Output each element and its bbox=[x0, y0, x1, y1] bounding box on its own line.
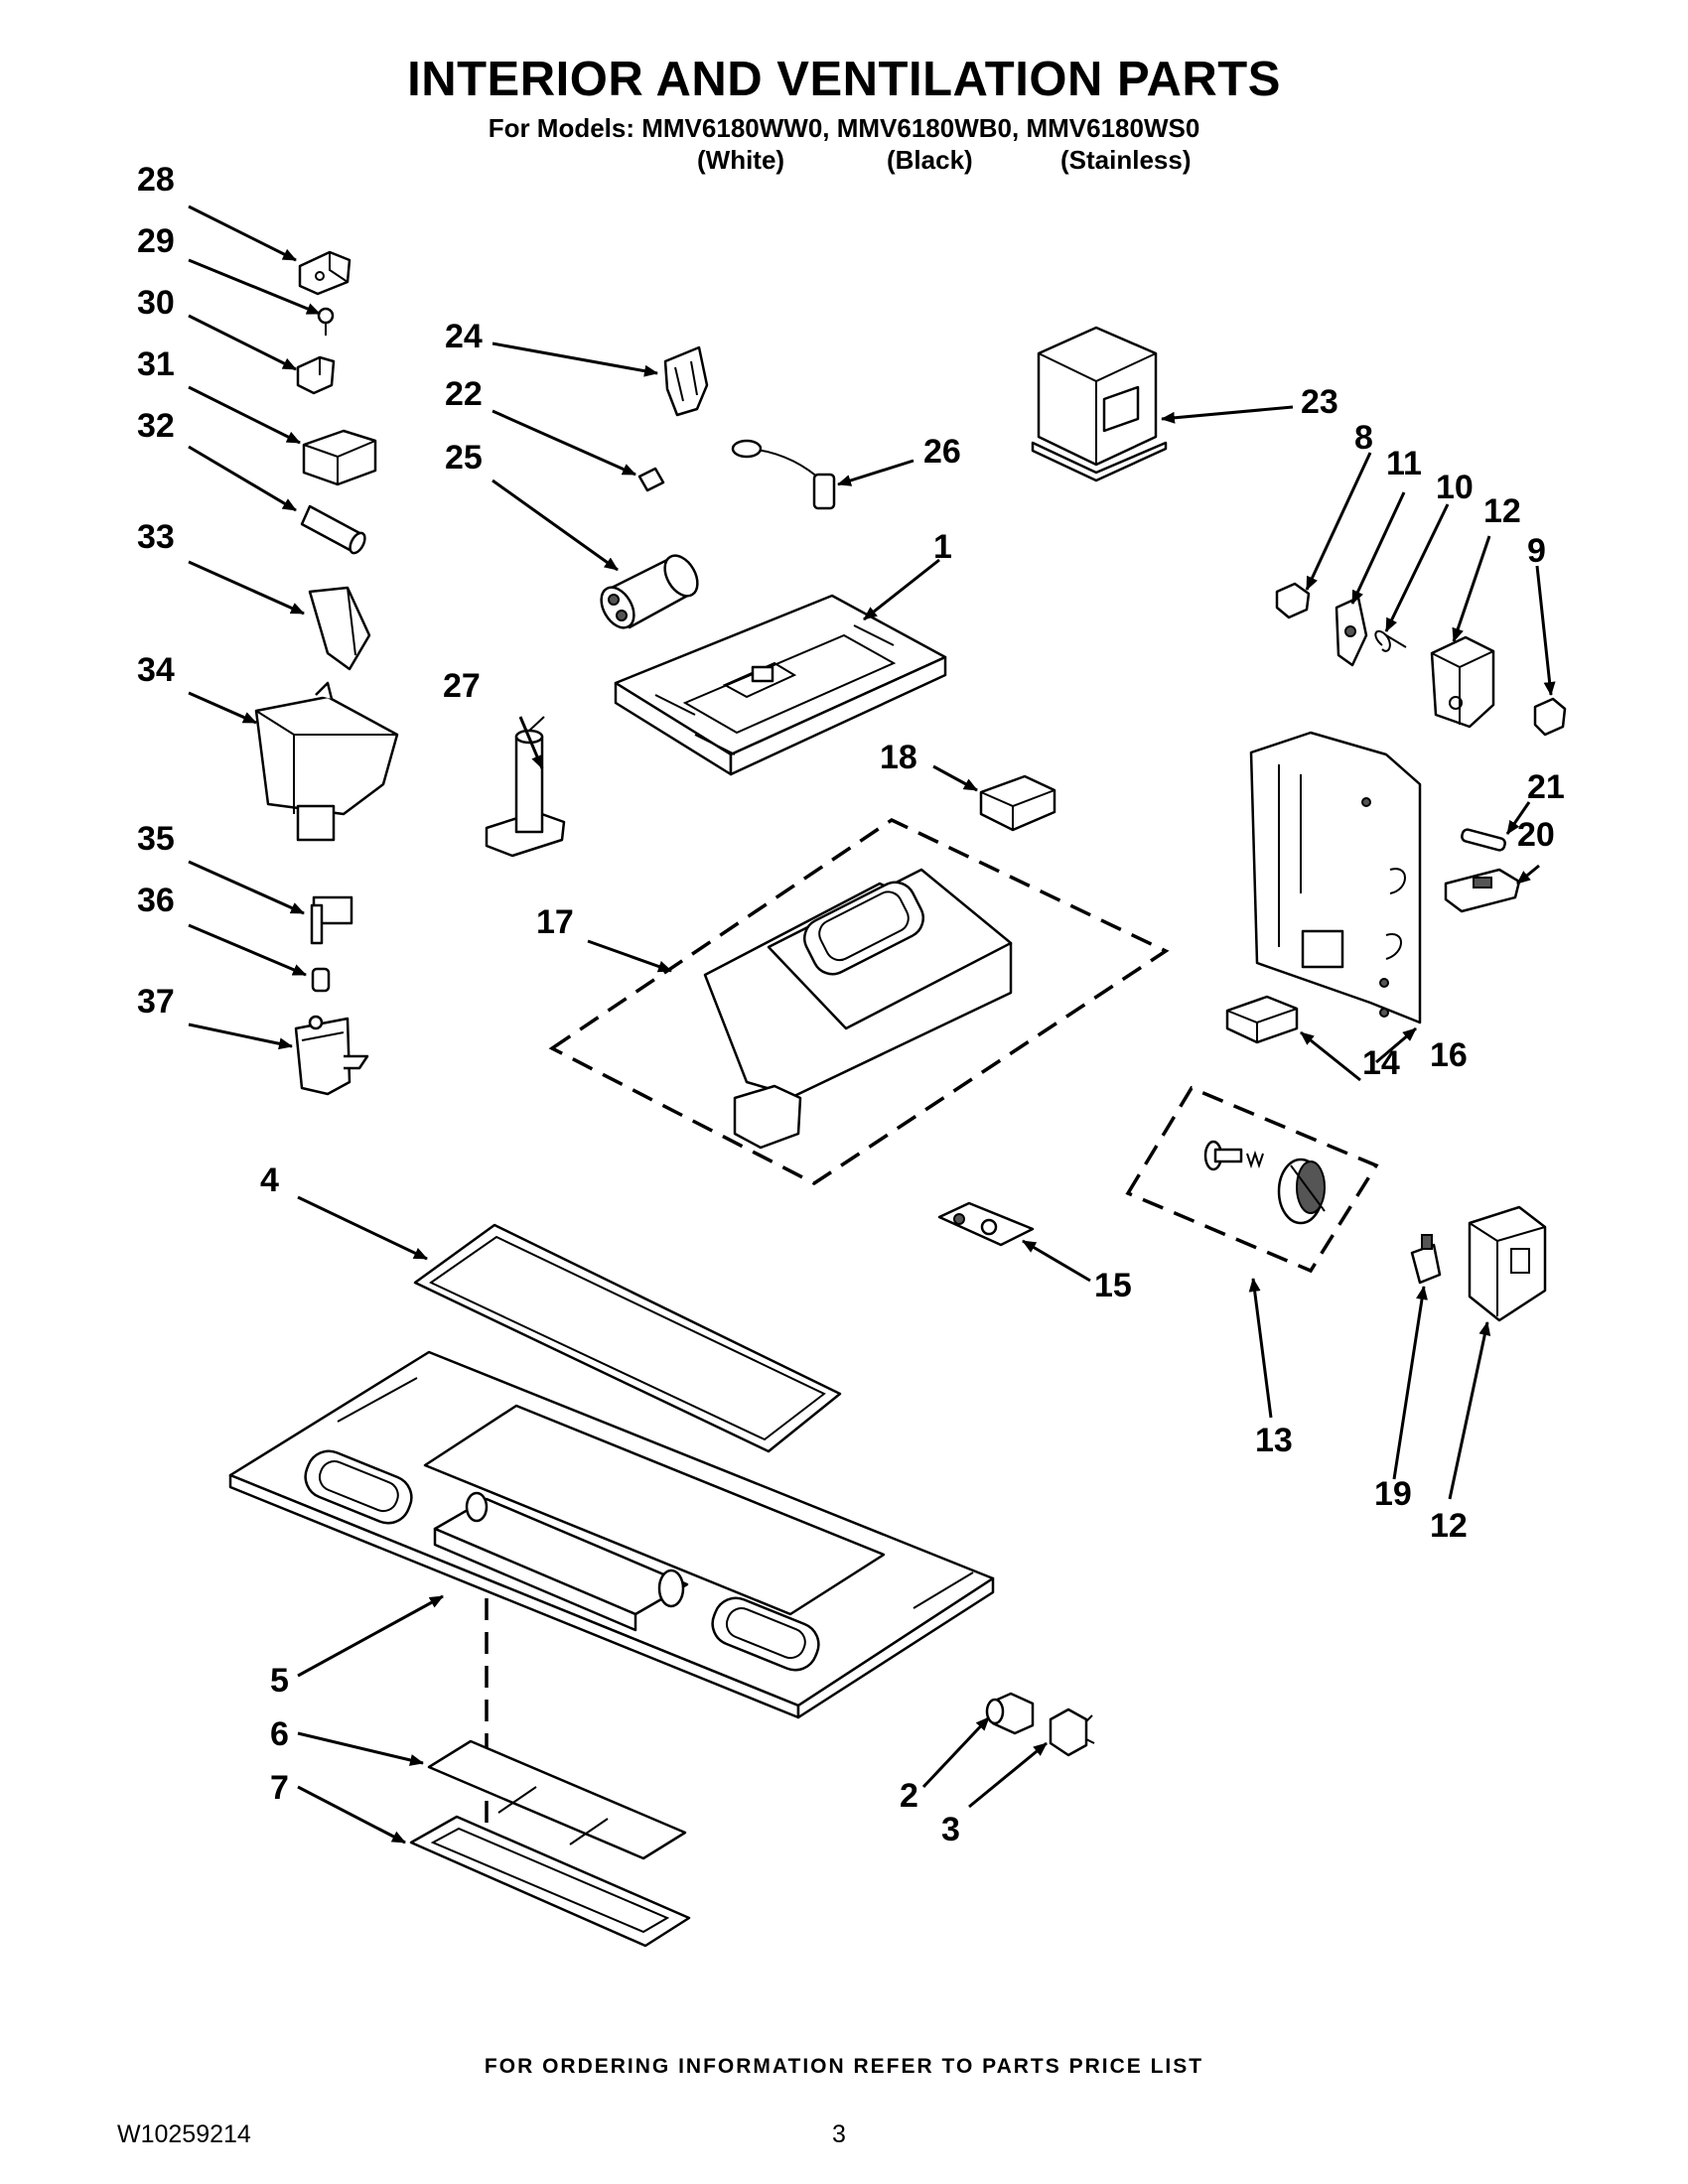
callout-2: 2 bbox=[900, 1777, 918, 1815]
part-29-screw bbox=[317, 307, 335, 336]
callout-21: 21 bbox=[1527, 768, 1565, 806]
callout-27: 27 bbox=[443, 667, 481, 705]
ordering-note: FOR ORDERING INFORMATION REFER TO PARTS … bbox=[484, 2055, 1204, 2078]
part-14-relay bbox=[1225, 995, 1299, 1044]
part-26-diode bbox=[731, 439, 836, 510]
part-36-pin bbox=[311, 967, 331, 993]
callout-15: 15 bbox=[1094, 1267, 1132, 1304]
callout-19: 19 bbox=[1374, 1475, 1412, 1513]
callout-12-bottom: 12 bbox=[1430, 1507, 1468, 1545]
part-10-spring bbox=[1374, 629, 1407, 652]
part-11-actuator bbox=[1335, 596, 1368, 667]
part-15-sensor-board bbox=[937, 1201, 1035, 1247]
callout-32: 32 bbox=[137, 407, 175, 445]
callout-14: 14 bbox=[1362, 1044, 1400, 1082]
part-32-tube bbox=[300, 504, 366, 555]
callout-20: 20 bbox=[1517, 816, 1555, 854]
part-22-clip bbox=[637, 467, 665, 492]
page-number: 3 bbox=[832, 2120, 846, 2148]
part-30-clip bbox=[296, 355, 336, 395]
callout-23: 23 bbox=[1301, 383, 1338, 421]
callout-37: 37 bbox=[137, 983, 175, 1021]
callout-13: 13 bbox=[1255, 1422, 1293, 1459]
part-13-group-outline bbox=[1125, 1085, 1379, 1274]
part-4-grille bbox=[413, 1223, 842, 1453]
callout-34: 34 bbox=[137, 651, 175, 689]
part-35-hinge bbox=[310, 895, 353, 945]
callout-11: 11 bbox=[1386, 445, 1422, 482]
part-6-filter bbox=[427, 1739, 687, 1860]
callout-12-top: 12 bbox=[1483, 492, 1521, 530]
part-34-duct bbox=[254, 681, 399, 842]
callout-10: 10 bbox=[1436, 469, 1474, 506]
callout-17: 17 bbox=[536, 903, 574, 941]
part-5-bottom-panel bbox=[228, 1350, 995, 1719]
page-title: INTERIOR AND VENTILATION PARTS bbox=[407, 53, 1281, 106]
callout-labels: 1 2 3 4 5 6 7 8 9 10 11 12 12 13 14 15 1… bbox=[137, 161, 1565, 1848]
callout-22: 22 bbox=[445, 375, 483, 413]
part-3-lamp-socket bbox=[1049, 1707, 1095, 1757]
callout-26: 26 bbox=[923, 433, 961, 471]
part-17-exhaust-duct bbox=[703, 868, 1013, 1150]
callout-9: 9 bbox=[1527, 532, 1546, 570]
part-12-bracket-bottom bbox=[1468, 1205, 1547, 1322]
callout-29: 29 bbox=[137, 222, 175, 260]
callout-35: 35 bbox=[137, 820, 175, 858]
models-line: For Models: MMV6180WW0, MMV6180WB0, MMV6… bbox=[488, 113, 1200, 143]
part-12-bracket-top bbox=[1430, 635, 1495, 729]
part-25-capacitor bbox=[600, 554, 699, 629]
callout-8: 8 bbox=[1354, 419, 1373, 457]
part-21-fuse bbox=[1461, 828, 1506, 852]
part-18-relay bbox=[979, 774, 1056, 832]
part-2-socket bbox=[985, 1692, 1035, 1735]
callout-18: 18 bbox=[880, 739, 917, 776]
part-31-block bbox=[302, 429, 377, 486]
callout-6: 6 bbox=[270, 1715, 289, 1753]
callout-3: 3 bbox=[941, 1811, 960, 1848]
callout-16: 16 bbox=[1430, 1036, 1468, 1074]
callout-36: 36 bbox=[137, 882, 175, 919]
leader-lines bbox=[188, 205, 1556, 1844]
part-28-bracket bbox=[298, 250, 352, 296]
variant-stainless: (Stainless) bbox=[1060, 145, 1192, 175]
callout-4: 4 bbox=[260, 1161, 279, 1199]
callout-5: 5 bbox=[270, 1662, 289, 1700]
part-27-post bbox=[485, 716, 566, 858]
variant-black: (Black) bbox=[887, 145, 973, 175]
part-24-switch-bracket bbox=[663, 345, 709, 417]
callout-24: 24 bbox=[445, 318, 483, 355]
part-1-base-plate bbox=[614, 594, 947, 776]
part-16-control-bracket bbox=[1249, 731, 1422, 1024]
callout-7: 7 bbox=[270, 1769, 289, 1807]
part-17-group-outline bbox=[548, 817, 1170, 1186]
part-9-switch bbox=[1533, 697, 1567, 737]
part-37-latch bbox=[294, 1015, 369, 1096]
document-number: W10259214 bbox=[117, 2120, 251, 2148]
callout-25: 25 bbox=[445, 439, 483, 477]
part-33-deflector bbox=[308, 586, 371, 671]
part-23-transformer bbox=[1031, 326, 1168, 482]
part-13-knob-assembly bbox=[1203, 1140, 1326, 1225]
part-19-door-switch bbox=[1410, 1234, 1442, 1285]
callout-33: 33 bbox=[137, 518, 175, 556]
part-20-fuse-holder bbox=[1444, 868, 1521, 913]
callout-28: 28 bbox=[137, 161, 175, 199]
callout-30: 30 bbox=[137, 284, 175, 322]
part-8-switch bbox=[1275, 582, 1311, 619]
callout-1: 1 bbox=[933, 528, 952, 566]
callout-31: 31 bbox=[137, 345, 175, 383]
part-7-filter-frame bbox=[409, 1815, 691, 1948]
variant-white: (White) bbox=[697, 145, 785, 175]
